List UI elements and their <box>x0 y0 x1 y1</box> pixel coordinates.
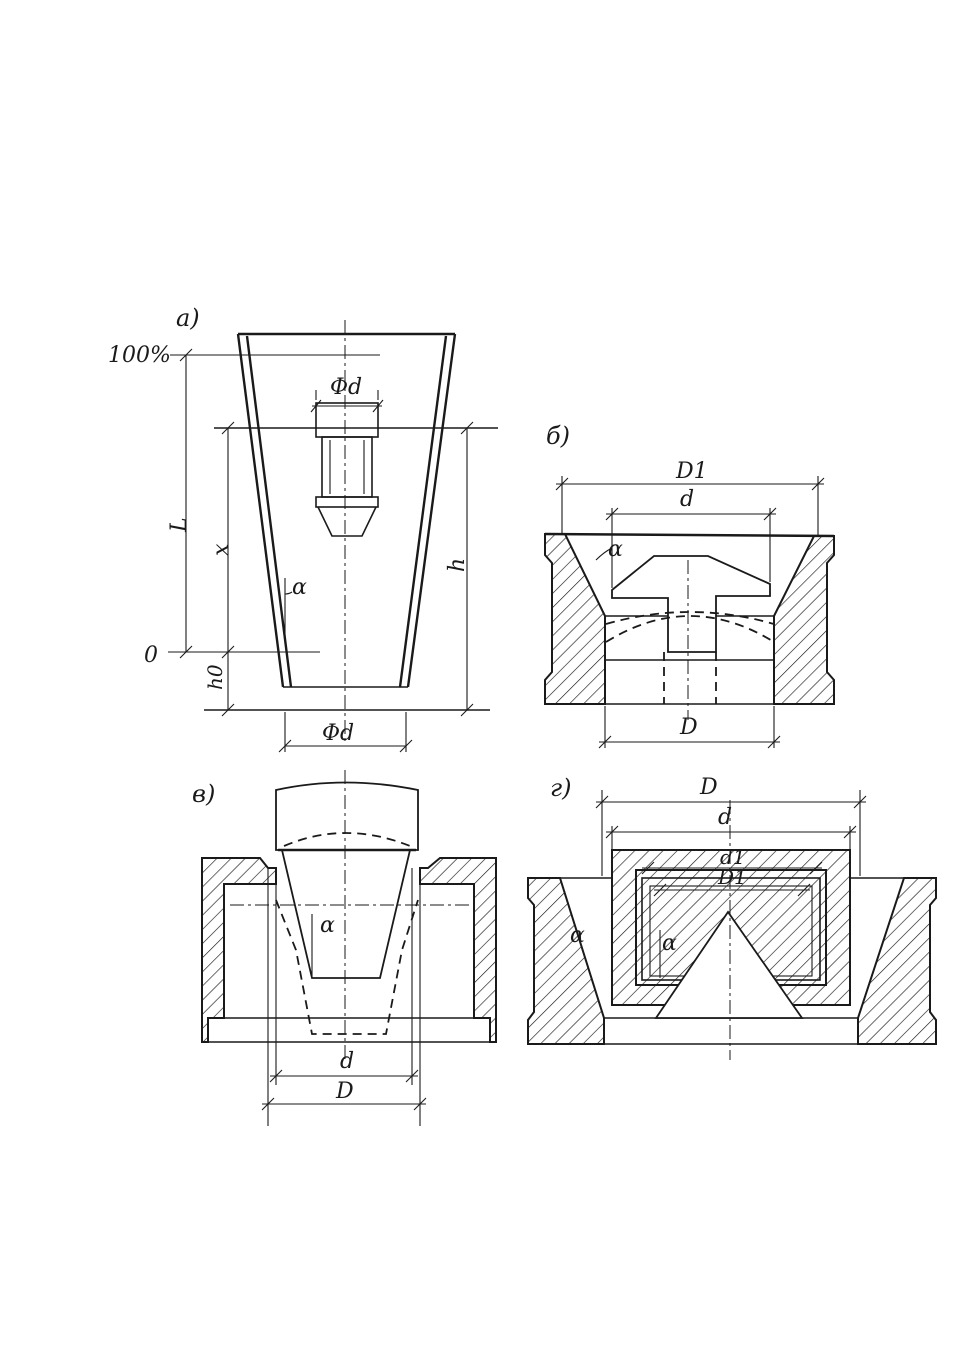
panel-v-wall-right <box>420 858 496 1042</box>
panel-g-alpha-inner: α <box>662 931 677 956</box>
panel-a-dim-h: h <box>445 558 470 572</box>
panel-b-dim-D: D <box>679 715 698 740</box>
panel-a-label: а) <box>176 304 200 332</box>
panel-a-dim-bottom: Φd <box>322 721 354 746</box>
panel-b: б) α D1 d <box>545 422 834 748</box>
panel-a-dim-L: L <box>167 517 192 533</box>
panel-a-billet <box>316 403 378 536</box>
panel-b-alpha: α <box>608 537 623 562</box>
panel-g-dim-D1: D1 <box>717 865 747 889</box>
panel-g-label: г) <box>550 774 572 802</box>
panel-a: а) Φd <box>108 304 498 752</box>
panel-g-alpha-left: α <box>570 923 585 948</box>
panel-a-percent: 100% <box>108 343 171 368</box>
panel-a-dim-x: x <box>209 543 234 556</box>
panel-v: в) α d D <box>192 770 496 1126</box>
panel-g-die-left <box>528 878 604 1044</box>
panel-g-die-right <box>858 878 936 1044</box>
panel-v-wall-left <box>202 858 276 1042</box>
panel-a-dim-top: Φd <box>330 375 362 400</box>
panel-a-alpha: α <box>292 575 307 600</box>
panel-a-dim-h0: h0 <box>203 664 227 690</box>
panel-v-alpha: α <box>320 913 335 938</box>
panel-v-dim-D: D <box>335 1079 354 1104</box>
panel-b-dim-D1: D1 <box>675 459 708 484</box>
panel-v-punch <box>276 783 418 979</box>
panel-b-dim-d: d <box>680 487 694 512</box>
panel-b-punch <box>612 556 770 652</box>
panel-b-label: б) <box>546 422 570 450</box>
panel-v-label: в) <box>192 780 215 808</box>
panel-g-dim-D: D <box>699 775 718 800</box>
panel-b-wall-right <box>774 536 834 704</box>
panel-g: г) α α D d d1 <box>528 774 936 1060</box>
panel-g-dim-d: d <box>718 805 732 830</box>
panel-a-zero: 0 <box>144 643 158 668</box>
panel-v-dim-d: d <box>340 1049 354 1074</box>
